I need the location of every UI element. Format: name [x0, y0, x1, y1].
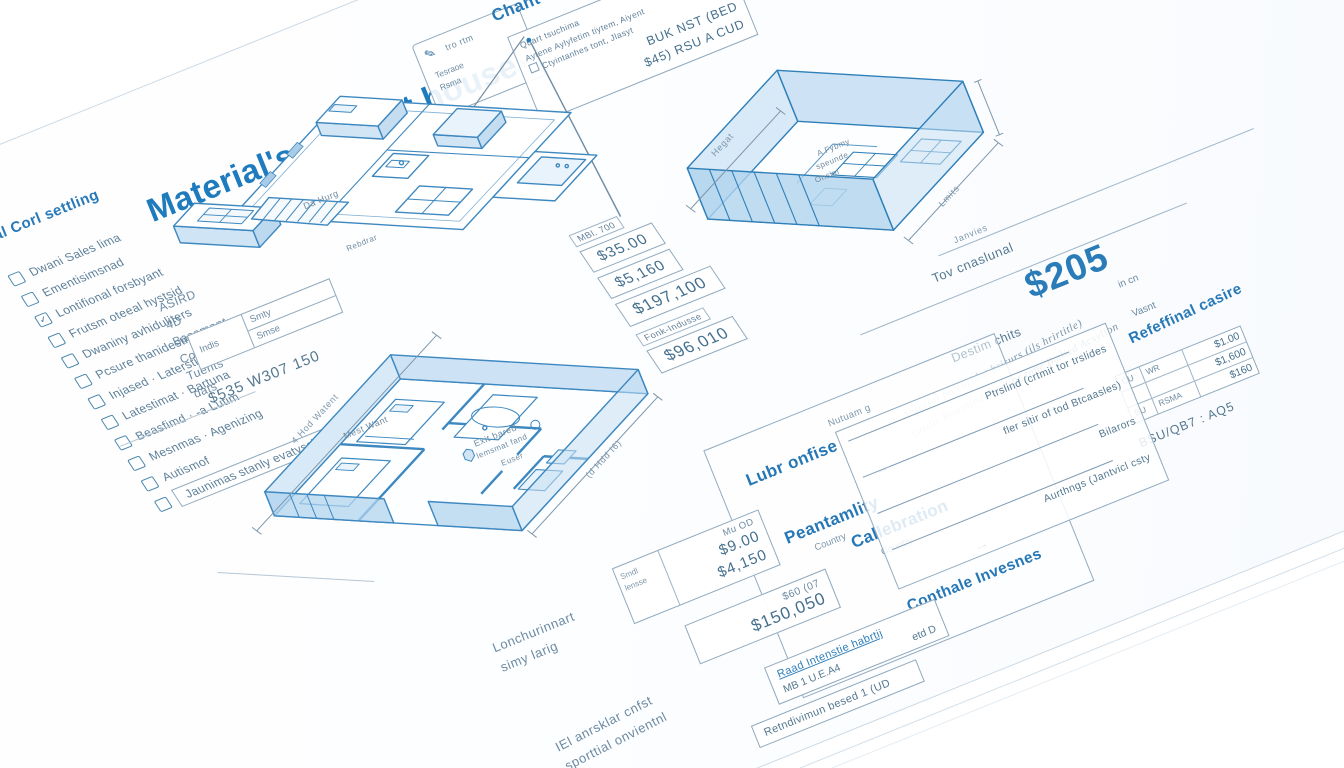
dimension-lines: [217, 331, 663, 582]
floor-plan-top: Da Hurg Rebdrar: [172, 95, 598, 253]
bathtub-icon: [453, 394, 538, 441]
window-mullions: [289, 493, 335, 520]
room-wall-front-right: [872, 80, 985, 231]
interior-partitions: [340, 383, 589, 522]
notes-row-text: Bilarors: [1097, 415, 1138, 441]
shield-icon: [462, 448, 476, 462]
bed-icon: [315, 95, 408, 140]
summary-unit-2: Vasnt: [1130, 300, 1158, 320]
window-marks: [259, 141, 304, 188]
dimension-lines: [685, 78, 1004, 245]
sink-icon: [530, 419, 541, 430]
dimension-label-limits: Lmits: [937, 183, 962, 208]
plan-top-wing: [492, 150, 598, 202]
room-label: Rebdrar: [345, 233, 378, 253]
wall-front-right: [511, 368, 649, 532]
bed-icon: [356, 398, 445, 446]
stairs-icon: [250, 196, 350, 226]
bed-icon-2: [299, 457, 391, 508]
garage-block: [172, 202, 282, 249]
process-step-1: Lubr onfise: [743, 435, 841, 490]
isometric-room: Hegat Lmits Janvies A Fybmy speunde Onsi…: [685, 69, 1004, 245]
sink-counter-icon: [371, 152, 430, 180]
grid-table-icon: [394, 185, 474, 216]
window-mullions: [708, 169, 820, 226]
summary-heading: Tov cnaslunal: [929, 239, 1016, 286]
summary-price: $205: [1018, 235, 1115, 307]
summary-unit-1: in cn: [1116, 272, 1141, 291]
appliance-box-icon: [432, 107, 507, 150]
floor-plan-bottom: Mest Want Exit bared lemsmat fand Euser …: [217, 331, 663, 582]
